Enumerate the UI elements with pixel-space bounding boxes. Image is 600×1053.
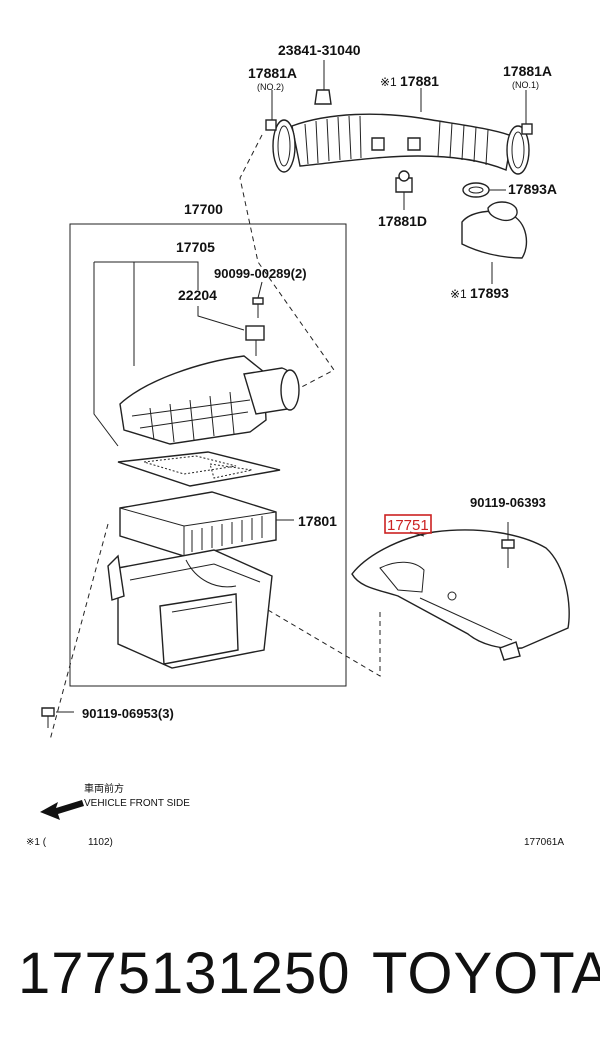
assembly-frame (69, 223, 347, 687)
label-no1: (NO.1) (512, 80, 539, 90)
highlight-box-17751 (384, 514, 432, 534)
label-90119-06953: 90119-06953(3) (82, 706, 174, 721)
caption-part-number: 1775131250 (18, 941, 351, 1006)
label-17881d: 17881D (378, 213, 427, 229)
air-cleaner-box (69, 223, 347, 687)
label-17705: 17705 (176, 239, 215, 255)
label-note-mark: ※1 ( (26, 837, 47, 848)
mark-17893: ※1 (450, 287, 467, 301)
label-17881a-no2: 17881A (248, 65, 297, 81)
label-front-en: VEHICLE FRONT SIDE (84, 798, 190, 809)
label-17893: 17893 (470, 285, 509, 301)
mark-17881: ※1 (380, 75, 397, 89)
label-23841-31040: 23841-31040 (278, 42, 361, 58)
caption-brand: TOYOTA (372, 941, 600, 1006)
label-90099-00289: 90099-00289(2) (214, 266, 307, 281)
part-labels: 23841-31040 17881A (NO.2) ※1 17881 17881… (26, 42, 564, 848)
label-17751: 17751 (387, 517, 429, 534)
label-17700: 17700 (184, 201, 223, 217)
label-90119-06393: 90119-06393 (470, 495, 546, 510)
top-leader-lines (271, 60, 527, 284)
bolt-90119-06953 (41, 707, 74, 728)
part-17751-cover (351, 522, 570, 661)
label-front-jp: 車両前方 (84, 782, 124, 795)
label-note-code: 1102) (88, 837, 113, 848)
label-17801: 17801 (298, 513, 337, 529)
label-17881a-no1: 17881A (503, 63, 552, 79)
label-17881: 17881 (400, 73, 439, 89)
vehicle-front-arrow-icon (40, 800, 84, 820)
intake-hose-assembly (265, 89, 533, 259)
label-no2: (NO.2) (257, 82, 284, 92)
label-diagram-id: 177061A (524, 837, 564, 848)
label-17893a: 17893A (508, 181, 557, 197)
label-22204: 22204 (178, 287, 217, 303)
connection-dashes (49, 134, 381, 741)
